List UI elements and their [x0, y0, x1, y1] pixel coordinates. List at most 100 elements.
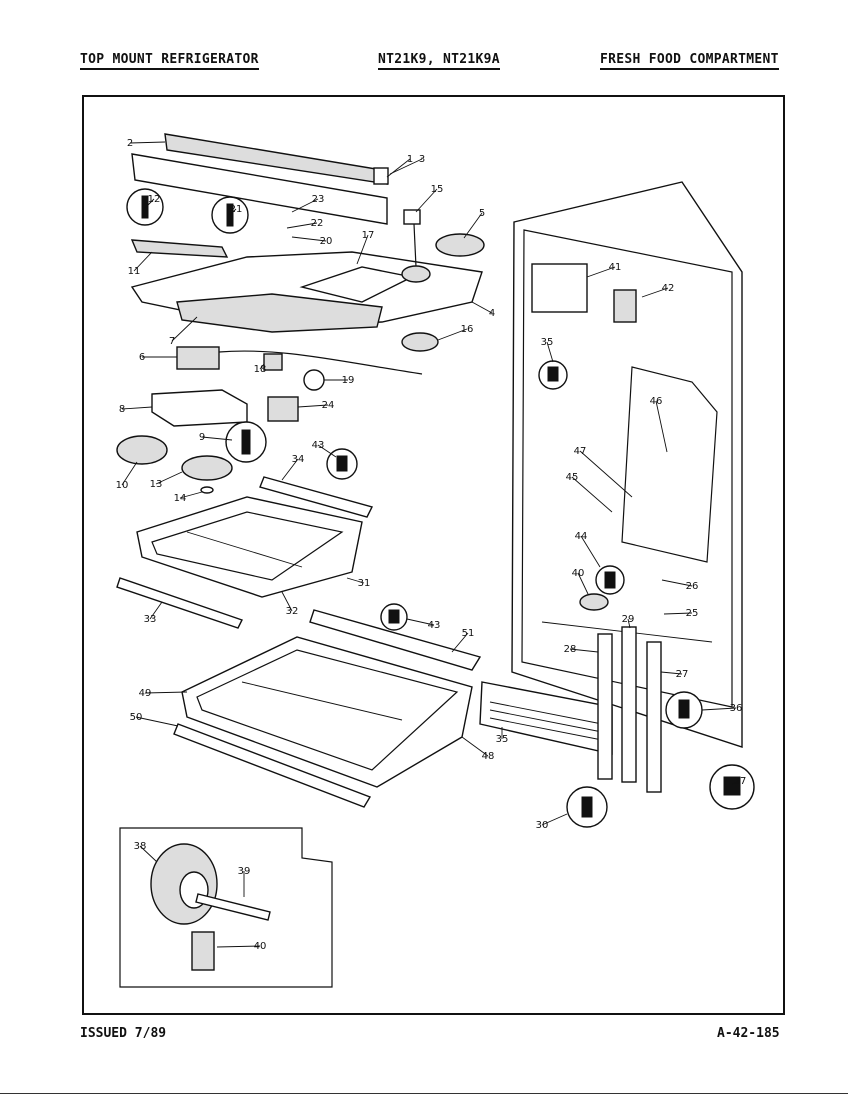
leader-line: [201, 436, 233, 441]
toe-grille-part: [479, 681, 613, 755]
part-number-label: 35: [541, 337, 554, 348]
leader-line: [259, 363, 265, 370]
light-bulb-part: [303, 369, 325, 391]
leader-line: [291, 236, 327, 242]
leader-line: [149, 601, 163, 620]
leader-line: [229, 208, 237, 216]
leader-line: [655, 400, 668, 453]
part-number-label: 39: [238, 866, 251, 877]
leader-line: [437, 328, 468, 341]
part-number-label: 42: [662, 283, 675, 294]
leader-line: [216, 945, 261, 948]
shelf-trim-part: [259, 476, 374, 518]
roller-part: [579, 593, 609, 611]
cabinet-liner-part: [511, 181, 743, 748]
shelf-clip-detail-lower: [380, 603, 408, 631]
part-number-label: 35: [496, 734, 509, 745]
part-number-label: 44: [575, 531, 588, 542]
shelf-stop-detail: [595, 565, 625, 595]
part-number-label: 50: [130, 712, 143, 723]
part-number-label: 33: [144, 614, 157, 625]
clip-detail: [665, 691, 703, 729]
part-number-label: 3: [419, 154, 425, 165]
leader-line: [133, 251, 153, 272]
thermostat-shaft-part: [401, 209, 431, 283]
control-box-part: [151, 389, 248, 427]
part-number-label: 43: [312, 440, 325, 451]
upper-shelf-part: [136, 496, 363, 598]
leader-line: [461, 736, 489, 757]
part-number-label: 46: [650, 396, 663, 407]
leader-line: [286, 222, 318, 229]
leader-line: [661, 579, 693, 587]
part-number-label: 22: [311, 218, 324, 229]
part-number-label: 14: [174, 493, 187, 504]
leader-line: [660, 671, 683, 675]
part-number-label: 11: [128, 266, 141, 277]
damper-cover-part: [435, 233, 485, 257]
leader-line: [281, 458, 299, 481]
dial-part: [116, 435, 168, 465]
leader-line: [144, 691, 188, 694]
leader-line: [586, 266, 616, 278]
part-number-label: 19: [342, 375, 355, 386]
leader-line: [731, 780, 741, 785]
header-title: TOP MOUNT REFRIGERATOR: [80, 52, 259, 70]
part-number-label: 36: [730, 703, 743, 714]
leader-line: [471, 301, 493, 314]
part-number-label: 48: [482, 751, 495, 762]
control-housing-part: [130, 251, 483, 333]
leader-line: [171, 316, 198, 342]
leveling-leg-detail: [709, 764, 755, 810]
top-channel-part: [131, 133, 389, 225]
part-number-label: 31: [358, 578, 371, 589]
washer-part: [200, 486, 214, 494]
leader-line: [627, 618, 631, 629]
leader-line: [389, 158, 423, 175]
part-number-label: 38: [134, 841, 147, 852]
leader-line: [135, 716, 179, 727]
leader-line: [297, 404, 329, 408]
part-number-label: 6: [139, 352, 145, 363]
exploded-parts-diagram: 1234567891011121314151617181920212223242…: [116, 133, 755, 988]
leader-line: [179, 491, 203, 499]
part-number-label: 30: [536, 820, 549, 831]
part-number-label: 43: [428, 620, 441, 631]
part-number-label: 26: [686, 581, 699, 592]
part-number-label: 5: [479, 208, 485, 219]
part-number-label: 16: [461, 324, 474, 335]
part-number-label: 40: [254, 941, 267, 952]
part-number-label: 12: [148, 194, 161, 205]
bracket-plate-part: [531, 263, 588, 313]
leader-line: [451, 632, 469, 653]
light-shield-detail: [538, 360, 568, 390]
leader-line: [144, 198, 155, 209]
part-number-label: 29: [622, 614, 635, 625]
leader-line: [121, 461, 138, 486]
roller-inset-panel: [119, 827, 333, 988]
part-number-label: 4: [489, 308, 495, 319]
bracket-part: [130, 239, 229, 258]
crisper-cover-part: [181, 636, 473, 788]
part-number-label: 24: [322, 400, 335, 411]
footer-page-code: A-42-185: [717, 1026, 780, 1041]
thermostat-part: [176, 346, 423, 375]
shelf-support-center: [621, 626, 637, 783]
part-number-label: 51: [462, 628, 475, 639]
leader-line: [546, 341, 554, 363]
footer-issued-date: ISSUED 7/89: [80, 1026, 167, 1041]
knob-part: [401, 332, 439, 352]
leader-line: [155, 471, 183, 485]
leader-line: [569, 648, 599, 653]
part-number-label: 2: [127, 138, 133, 149]
part-number-label: 17: [362, 230, 375, 241]
leader-line: [281, 591, 293, 612]
bracket-detail: [566, 786, 608, 828]
leader-line: [129, 141, 166, 144]
header-section: FRESH FOOD COMPARTMENT: [600, 52, 779, 70]
part-number-label: 20: [320, 236, 333, 247]
knob-detail-12: [126, 188, 164, 226]
leader-line: [139, 845, 158, 863]
part-number-label: 23: [312, 194, 325, 205]
